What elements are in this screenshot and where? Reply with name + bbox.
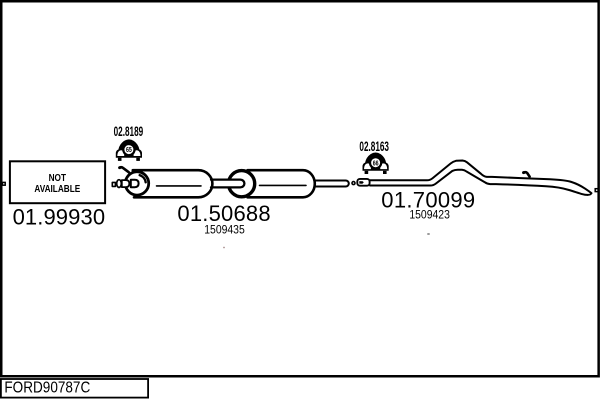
svg-text:01.50688: 01.50688 <box>177 201 270 226</box>
svg-text:02.8163: 02.8163 <box>359 140 389 155</box>
svg-text:66: 66 <box>373 160 379 168</box>
svg-text:65: 65 <box>126 147 132 155</box>
svg-text:AVAILABLE: AVAILABLE <box>34 183 80 194</box>
svg-text:FORD90787C: FORD90787C <box>4 380 90 397</box>
svg-text:02.8189: 02.8189 <box>114 125 144 140</box>
svg-text:NOT: NOT <box>49 172 67 183</box>
svg-text:1509435: 1509435 <box>204 224 245 237</box>
svg-text:1509423: 1509423 <box>409 209 450 222</box>
svg-text:01.70099: 01.70099 <box>381 187 475 212</box>
svg-text:01.99930: 01.99930 <box>13 205 106 230</box>
